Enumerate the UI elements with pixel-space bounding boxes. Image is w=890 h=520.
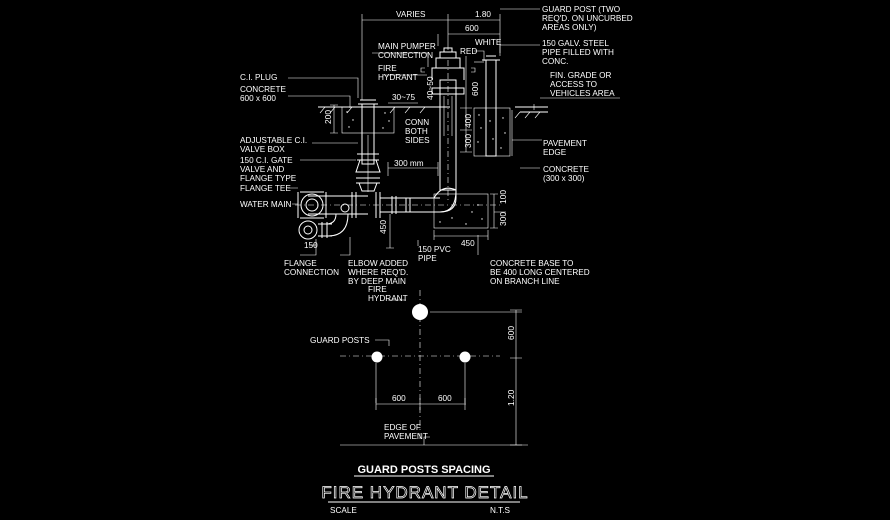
lbl-600v: 600 <box>470 82 480 96</box>
hydrant-body <box>431 47 465 80</box>
lbl-varies: VARIES <box>396 10 426 19</box>
lbl-edge-1: EDGE OF <box>384 423 421 432</box>
lbl-concrete-b-1: CONCRETE <box>543 165 589 174</box>
concrete-dots-1 <box>346 111 390 129</box>
lbl-concrete-2: 600 x 600 <box>240 94 276 103</box>
lbl-180: 1.80 <box>475 10 491 19</box>
lbl-adj-valve-2: VALVE BOX <box>240 145 285 154</box>
lbl-guard-post-1: GUARD POST (TWO <box>542 5 620 14</box>
flange-connection-circle <box>298 220 318 240</box>
lbl-adj-valve-1: ADJUSTABLE C.I. <box>240 136 307 145</box>
guard-post-concrete <box>473 107 511 157</box>
lbl-100: 100 <box>498 190 508 204</box>
lbl-300mm: 300 mm <box>394 159 424 168</box>
lbl-fh-top-2: HYDRANT <box>378 73 418 82</box>
lbl-600-b: 600 <box>438 394 452 403</box>
lbl-guard-post-2: REQ'D. ON UNCURBED <box>542 14 633 23</box>
lbl-fh-plan-2: HYDRANT <box>368 294 408 303</box>
lbl-fh-plan-1: FIRE <box>368 285 387 294</box>
lbl-200: 200 <box>323 110 333 124</box>
lbl-flange-conn-2: CONNECTION <box>284 268 339 277</box>
scale-label: SCALE <box>330 506 357 515</box>
lbl-white: WHITE <box>475 38 502 47</box>
concrete-dots-2 <box>477 114 506 149</box>
lbl-conc-base-2: BE 400 LONG CENTERED <box>490 268 590 277</box>
lbl-flange-conn-1: FLANGE <box>284 259 317 268</box>
lbl-fin-grade-3: VEHICLES AREA <box>550 89 615 98</box>
annotations: VARIES 1.80 GUARD POST (TWO REQ'D. ON UN… <box>240 5 633 441</box>
lbl-150: 150 <box>304 241 318 250</box>
lbl-guard-posts: GUARD POSTS <box>310 336 370 345</box>
lbl-conn-2: BOTH <box>405 127 428 136</box>
lbl-edge-2: PAVEMENT <box>384 432 428 441</box>
lbl-300v: 300 <box>463 134 473 148</box>
dimensions <box>288 8 620 256</box>
lbl-gate-valve-3: FLANGE TYPE <box>240 174 297 183</box>
lbl-elbow-2: WHERE REQ'D. <box>348 268 408 277</box>
lbl-pvc-2: PIPE <box>418 254 437 263</box>
plan-guard-post-right <box>459 351 471 363</box>
title-block: GUARD POSTS SPACING FIRE HYDRANT DETAIL … <box>321 464 528 515</box>
lbl-red: RED <box>460 47 477 56</box>
lbl-concrete-b-2: (300 x 300) <box>543 174 585 183</box>
lbl-main-pumper-2: CONNECTION <box>378 51 433 60</box>
lbl-fin-grade-2: ACCESS TO <box>550 80 597 89</box>
lbl-elbow-1: ELBOW ADDED <box>348 259 408 268</box>
plan-view <box>340 290 528 446</box>
elbow <box>325 213 349 237</box>
concrete-slab <box>341 106 395 134</box>
lbl-flange-tee: FLANGE TEE <box>240 184 291 193</box>
lbl-450h: 450 <box>461 239 475 248</box>
lbl-fh-top-1: FIRE <box>378 64 397 73</box>
lbl-600-top: 600 <box>465 24 479 33</box>
lbl-600-plan-v: 600 <box>506 326 516 340</box>
lbl-gate-valve-2: VALVE AND <box>240 165 284 174</box>
scale-value: N.T.S <box>490 506 511 515</box>
lbl-pvc-1: 150 PVC <box>418 245 451 254</box>
lbl-ci-plug: C.I. PLUG <box>240 73 277 82</box>
concrete-base <box>433 193 489 229</box>
ground-hatch <box>319 106 541 119</box>
lbl-300-base: 300 <box>498 212 508 226</box>
lbl-conn-3: SIDES <box>405 136 430 145</box>
lbl-40-50: 40~50 <box>425 76 435 100</box>
section-view <box>295 47 548 240</box>
lbl-gate-valve-1: 150 C.I. GATE <box>240 156 293 165</box>
lbl-120: 1.20 <box>506 389 516 406</box>
plan-guard-post-left <box>371 351 383 363</box>
lbl-galv-3: CONC. <box>542 57 568 66</box>
main-title: FIRE HYDRANT DETAIL <box>321 483 528 502</box>
lbl-elbow-3: BY DEEP MAIN <box>348 277 406 286</box>
lbl-concrete-1: CONCRETE <box>240 85 286 94</box>
plan-hydrant <box>412 304 428 320</box>
lbl-conc-base-3: ON BRANCH LINE <box>490 277 560 286</box>
lbl-conc-base-1: CONCRETE BASE TO <box>490 259 573 268</box>
lbl-30-75: 30~75 <box>392 93 415 102</box>
lbl-guard-post-3: AREAS ONLY) <box>542 23 597 32</box>
lbl-galv-2: PIPE FILLED WITH <box>542 48 614 57</box>
spacing-title: GUARD POSTS SPACING <box>357 464 490 476</box>
lbl-water-main: WATER MAIN <box>240 200 291 209</box>
lbl-galv-1: 150 GALV. STEEL <box>542 39 609 48</box>
lbl-fin-grade-1: FIN. GRADE OR <box>550 71 611 80</box>
lbl-400: 400 <box>463 114 473 128</box>
lbl-450v: 450 <box>378 220 388 234</box>
lbl-pavement-1: PAVEMENT <box>543 139 587 148</box>
lbl-600-a: 600 <box>392 394 406 403</box>
lbl-main-pumper-1: MAIN PUMPER <box>378 42 436 51</box>
lbl-pavement-2: EDGE <box>543 148 567 157</box>
water-main-circle <box>300 193 324 217</box>
lbl-conn-1: CONN <box>405 118 429 127</box>
